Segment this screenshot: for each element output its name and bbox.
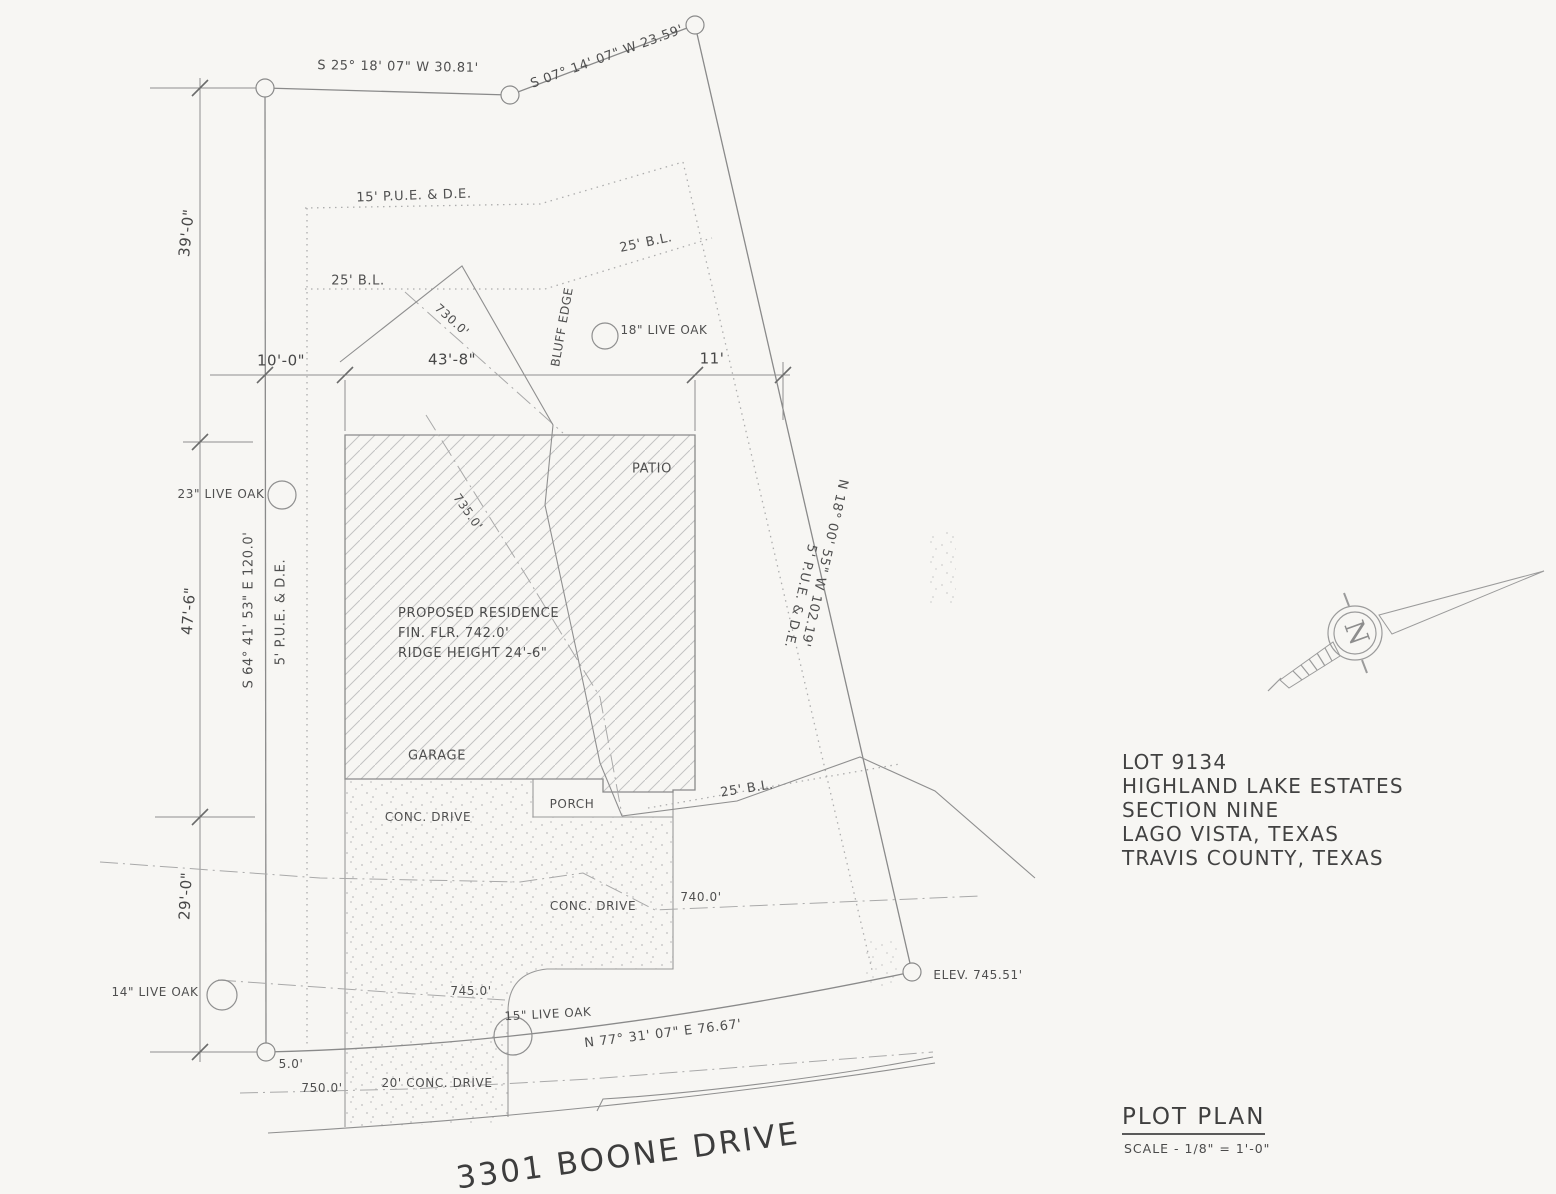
pue-5-left-label: 5' P.U.E. & D.E.: [273, 558, 289, 666]
bearing-left-label: S 64° 41' 53" E 120.0': [241, 531, 257, 689]
bluff-edge-line: [339, 265, 1036, 879]
pue-15-label: 15' P.U.E. & D.E.: [356, 186, 472, 206]
elevation-label: ELEV. 745.51': [933, 968, 1023, 982]
oak-18-label: 18" LIVE OAK: [620, 323, 708, 337]
contour-740-label: 740.0': [680, 890, 722, 904]
residence-footprint: [344, 434, 696, 793]
patio-label: PATIO: [632, 461, 672, 477]
contour-745-label: 745.0': [450, 984, 492, 998]
conc-drive-20-label: 20' CONC. DRIVE: [381, 1076, 493, 1090]
north-arrow: [1267, 570, 1545, 692]
dimension-29-label: 29'-0": [175, 871, 196, 921]
concrete-drive-area: [344, 532, 956, 1127]
porch-label: PORCH: [549, 797, 595, 811]
residence-line-2: FIN. FLR. 742.0': [398, 626, 510, 641]
title-lot: LOT 9134: [1122, 750, 1228, 774]
conc-drive-mid-label: CONC. DRIVE: [549, 899, 637, 913]
dimension-47-6-label: 47'-6": [177, 586, 200, 636]
dimension-5-label: 5.0': [278, 1057, 304, 1071]
dimension-11-label: 11': [699, 349, 725, 368]
property-boundary: [264, 24, 913, 1053]
tree-circles: [206, 322, 619, 1056]
oak-23-label: 23" LIVE OAK: [177, 487, 265, 501]
tree-circle-23-oak: [267, 480, 297, 510]
oak-14-label: 14" LIVE OAK: [111, 985, 199, 999]
plan-scale: SCALE - 1/8" = 1'-0": [1124, 1141, 1271, 1156]
garage-label: GARAGE: [407, 748, 467, 764]
title-subdivision: HIGHLAND LAKE ESTATES: [1122, 774, 1404, 798]
street-edge-lines: [267, 1056, 936, 1134]
tree-circle-18-oak: [591, 322, 619, 350]
conc-drive-upper-label: CONC. DRIVE: [384, 810, 472, 824]
title-county: TRAVIS COUNTY, TEXAS: [1122, 846, 1384, 870]
title-city: LAGO VISTA, TEXAS: [1122, 822, 1340, 846]
title-block: LOT 9134 HIGHLAND LAKE ESTATES SECTION N…: [1122, 750, 1404, 870]
dimension-10-label: 10'-0": [256, 351, 306, 370]
residence-line-1: PROPOSED RESIDENCE: [398, 606, 560, 621]
tree-circle-14-oak: [206, 979, 238, 1011]
easement-lines: [304, 161, 901, 1046]
bearing-top-left-label: S 25° 18' 07" W 30.81': [317, 58, 479, 76]
dimension-ticks: [191, 79, 792, 1061]
plan-title: PLOT PLAN: [1122, 1104, 1266, 1135]
bl-25-left-label: 25' B.L.: [331, 273, 385, 289]
contour-lines: [99, 291, 981, 1094]
survey-point-circles: [255, 15, 922, 1062]
dimension-43-8-label: 43'-8": [427, 350, 477, 369]
residence-line-3: RIDGE HEIGHT 24'-6": [398, 646, 548, 661]
dimension-lines: [150, 78, 790, 1062]
residence-text-block: PROPOSED RESIDENCE FIN. FLR. 742.0' RIDG…: [398, 604, 559, 664]
title-section: SECTION NINE: [1122, 798, 1280, 822]
tree-circle-15-oak: [493, 1016, 533, 1056]
contour-750-label: 750.0': [301, 1081, 343, 1095]
